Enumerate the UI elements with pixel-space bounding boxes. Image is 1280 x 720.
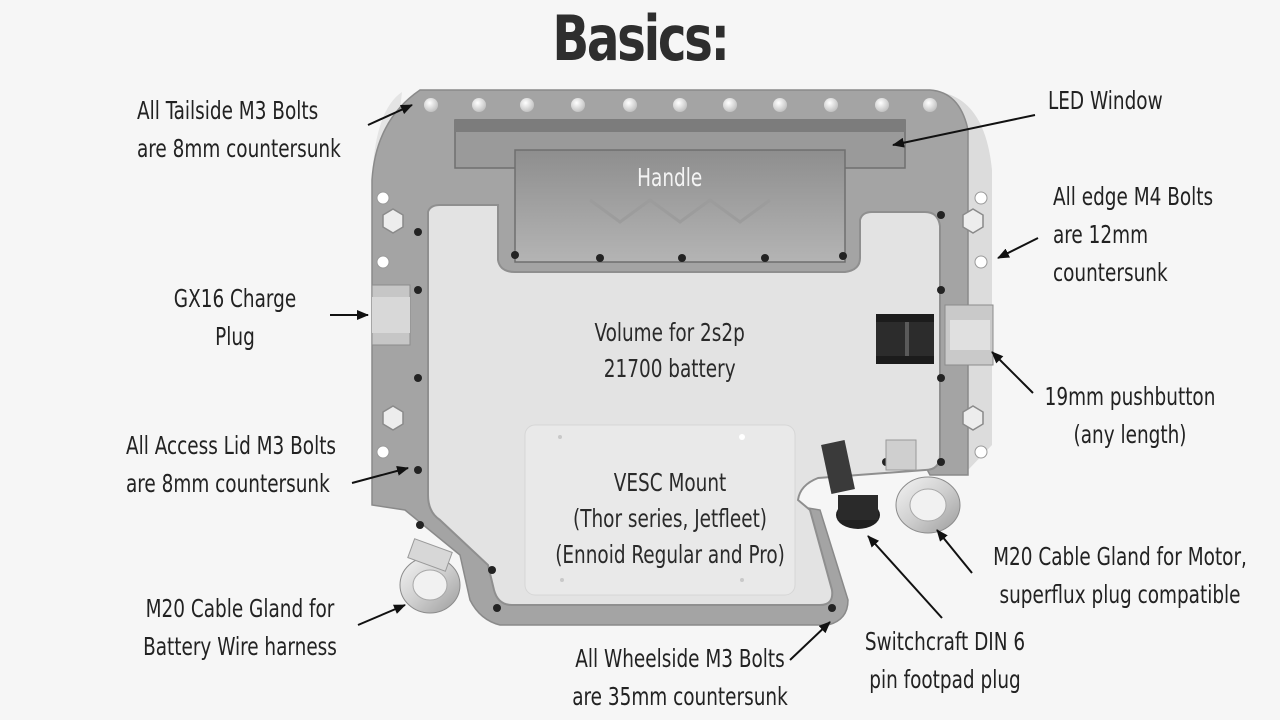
motor-gland bbox=[885, 439, 961, 534]
vesc-plate bbox=[524, 424, 796, 596]
arrow-gland-battery bbox=[357, 604, 406, 626]
tailside-bolts bbox=[424, 98, 937, 112]
edge-bolts bbox=[382, 208, 984, 431]
page-title: Basics: bbox=[552, 2, 730, 75]
arrow-access bbox=[351, 466, 409, 484]
callout-led-window: LED Window bbox=[1048, 86, 1163, 115]
handle-label: Handle bbox=[637, 163, 703, 192]
right-side-face bbox=[940, 92, 992, 470]
arrow-edge bbox=[997, 237, 1039, 259]
vesc-label: VESC Mount(Thor series, Jetfleet)(Ennoid… bbox=[555, 468, 785, 569]
callout-gland-motor: M20 Cable Gland for Motor,superflux plug… bbox=[993, 542, 1247, 609]
arrow-din bbox=[867, 535, 943, 619]
arrow-tailside bbox=[367, 104, 413, 126]
arrow-gland-motor bbox=[936, 529, 973, 574]
callout-arrows bbox=[330, 104, 1039, 661]
din-connector bbox=[821, 440, 880, 529]
handle-recess bbox=[514, 149, 846, 263]
arrow-led bbox=[892, 114, 1036, 148]
callout-pushbutton: 19mm pushbutton(any length) bbox=[1044, 382, 1216, 449]
arrow-wheelside bbox=[789, 621, 831, 661]
battery-gland bbox=[399, 538, 461, 614]
arrow-pushbutton bbox=[991, 351, 1034, 394]
